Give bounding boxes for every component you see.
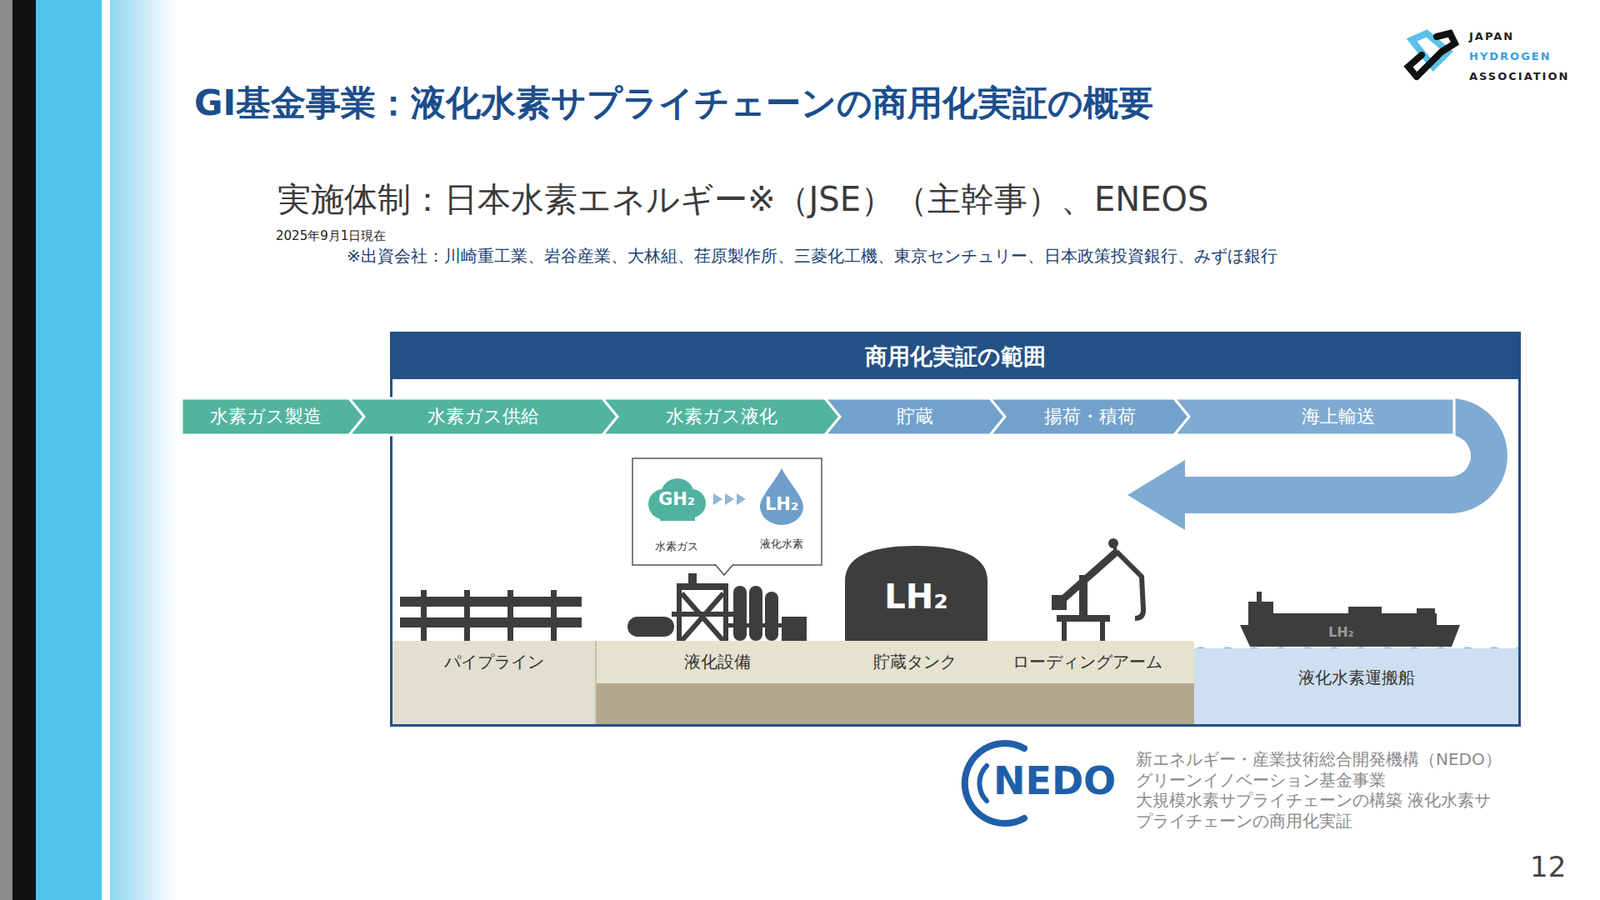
logo-text: ASSOCIATION [1469,70,1570,83]
ground-label: 貯蔵タンク [873,650,957,674]
side-bar [110,0,177,900]
state-caption: 水素ガス [655,539,699,555]
note-text: 実施体制：日本水素エネルギー※（JSE）（主幹事）、ENEOS [277,176,1209,223]
node-chev: 海上輸送 [1174,398,1455,435]
step-label: 水素ガス供給 [427,404,540,430]
pipeline-drawing [400,590,582,641]
callout-bubble [632,458,822,575]
node-chev: 水素ガス供給 [349,398,618,435]
tank-marking: LH₂ [884,577,948,616]
step-label: 貯蔵 [896,404,934,430]
node-pipe: パイプライン [392,640,597,725]
node-chev: 貯蔵 [825,398,1005,435]
node-chev: 揚荷・積荷 [990,398,1190,435]
side-bar [12,0,36,900]
lower-ground [596,683,1195,725]
node-chev: 水素ガス液化 [602,398,840,435]
step-label: 水素ガス製造 [210,404,322,430]
ground-label: 液化水素運搬船 [1298,666,1415,690]
side-bar [0,0,13,900]
state-symbol: GH₂ [658,489,695,510]
ground-label: 液化設備 [684,650,751,674]
slide-title: GI基金事業：液化水素サプライチェーンの商用化実証の概要 [194,80,1154,127]
node-tank: LH₂ [845,545,988,641]
lh2-carrier-ship [1240,591,1460,647]
node-water: 液化水素運搬船 [1194,648,1519,725]
source-text: 新エネルギー・産業技術総合開発機構（NEDO） [1135,748,1502,771]
node-cloud: GH₂水素ガス [646,477,707,521]
ground-label: パイプライン [444,650,545,674]
nedo-logo-text: NEDO [993,758,1116,804]
ship-marking: LH₂ [1328,624,1355,640]
step-label: 揚荷・積荷 [1044,404,1136,430]
state-caption: 液化水素 [760,536,804,552]
node-drop: LH₂液化水素 [758,468,805,525]
scope-header: 商用化実証の範囲 [392,334,1519,380]
page-number: 12 [1530,850,1566,884]
logo-text: HYDROGEN [1469,50,1552,63]
scope-title: 商用化実証の範囲 [865,341,1046,372]
step-label: 水素ガス液化 [665,404,778,430]
step-label: 海上輸送 [1301,404,1375,430]
ground-label: ローディングアーム [1012,650,1163,674]
node-fac: 液化設備 貯蔵タンク ローディングアーム [596,640,1195,684]
source-text: グリーンイノベーション基金事業 [1135,769,1386,792]
logo-text: JAPAN [1469,30,1515,43]
loading-arm [1051,538,1144,641]
liquefaction-plant [627,573,807,641]
logo-icon [1408,33,1455,77]
source-text: 大規模水素サプライチェーンの構築 液化水素サプライチェーンの商用化実証 [1135,790,1503,832]
date-note: 2025年9月1日現在 [275,228,386,245]
node-frame: 商用化実証の範囲GH₂水素ガスLH₂液化水素LH₂パイプライン液化設備貯蔵タンク… [390,331,1521,727]
node-chev: 水素ガス製造 [181,398,365,435]
investor-note: ※出資会社：川崎重工業、岩谷産業、大林組、荏原製作所、三菱化工機、東京センチュリ… [346,245,1278,268]
side-bar [35,0,102,900]
state-symbol: LH₂ [765,494,799,515]
